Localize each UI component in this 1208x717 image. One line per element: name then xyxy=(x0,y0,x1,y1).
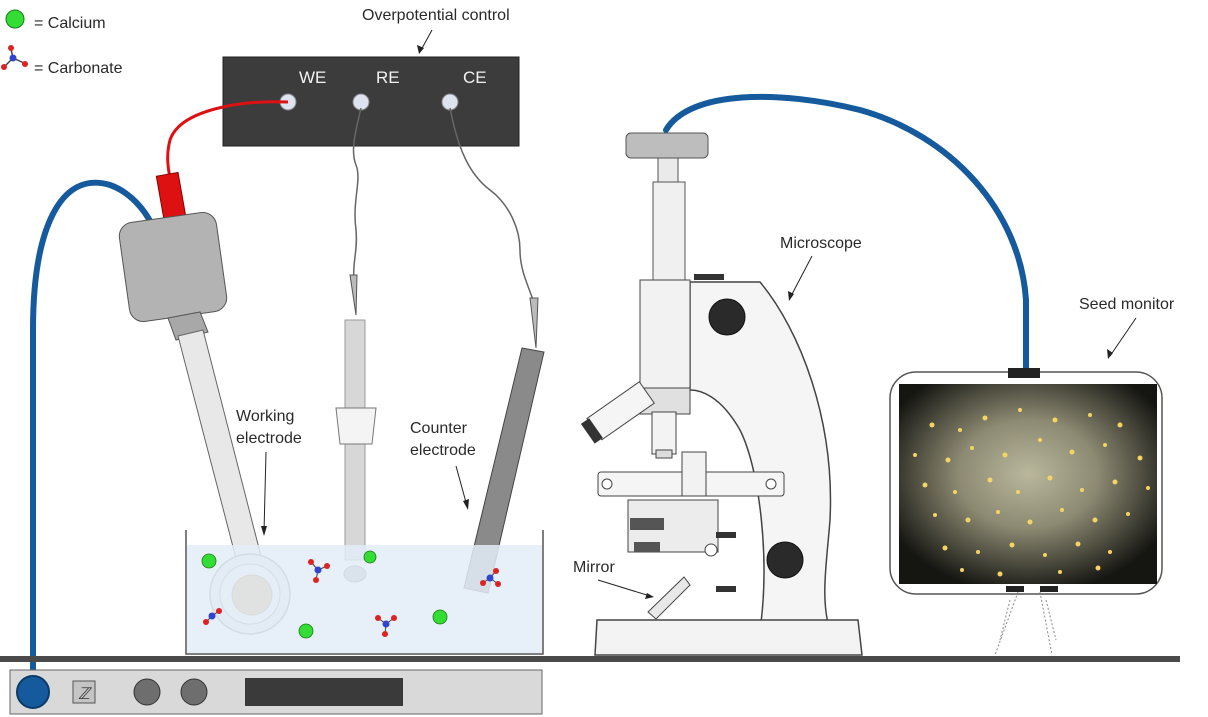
calcium-legend-icon xyxy=(5,9,25,29)
microscope-tube xyxy=(652,181,686,281)
potentiostat-title: Overpotential control xyxy=(362,7,510,24)
calcium-ion xyxy=(363,550,377,564)
ce-terminal[interactable] xyxy=(441,93,459,111)
carbonate-ion xyxy=(480,568,501,587)
electrode-motor-housing xyxy=(118,211,228,323)
monitor-screen xyxy=(899,384,1157,584)
carbonate-ion xyxy=(308,559,330,583)
calcium-ion xyxy=(298,623,314,639)
seed-crystals xyxy=(913,408,1150,577)
settings-icon[interactable] xyxy=(72,680,96,704)
microscope-arm xyxy=(689,281,832,631)
monitor-stand xyxy=(994,591,1057,656)
ce-label: CE xyxy=(463,68,487,87)
red-connector xyxy=(155,171,187,221)
mirror-label: Mirror xyxy=(573,559,615,576)
counter-electrode xyxy=(449,107,545,594)
stirrer-cable xyxy=(30,179,155,693)
svg-text:ℤ: ℤ xyxy=(78,686,92,703)
legend: = Calcium = Carbonate xyxy=(1,9,123,77)
solution xyxy=(187,545,542,653)
control-knob[interactable] xyxy=(133,678,161,706)
eyepiece xyxy=(580,381,655,444)
counter-wire xyxy=(449,107,534,301)
microscope xyxy=(580,132,863,656)
calcium-ion xyxy=(432,609,448,625)
working-electrode-label-line1: Working xyxy=(236,408,294,425)
working-electrode-label-line2: electrode xyxy=(236,430,302,447)
counter-electrode-label-line2: electrode xyxy=(410,442,476,459)
microscope-label: Microscope xyxy=(780,235,862,252)
reference-clamp xyxy=(335,407,377,445)
re-terminal[interactable] xyxy=(352,93,370,111)
cable-port[interactable] xyxy=(16,675,50,709)
stirrer-base: ℤ xyxy=(9,669,543,715)
beaker-wall xyxy=(185,530,544,655)
carbonate-legend-icon xyxy=(1,45,28,70)
seed-monitor-label: Seed monitor xyxy=(1079,296,1175,313)
seed-monitor xyxy=(889,368,1163,656)
objective-lens xyxy=(651,411,677,455)
working-electrode-lead xyxy=(166,100,289,179)
carbonate-legend-label: = Carbonate xyxy=(34,60,123,77)
carbonate-ion xyxy=(203,608,222,625)
fine-focus-knob[interactable] xyxy=(766,541,804,579)
bench-surface xyxy=(0,656,1180,662)
control-knob[interactable] xyxy=(180,678,208,706)
carbonate-ion xyxy=(375,615,397,637)
calcium-legend-label: = Calcium xyxy=(34,15,106,32)
re-label: RE xyxy=(376,68,400,87)
camera xyxy=(625,132,709,159)
camera-cable xyxy=(663,93,1029,375)
electrode-shaft xyxy=(177,329,263,567)
mirror xyxy=(647,576,691,620)
beaker xyxy=(185,530,544,655)
we-label: WE xyxy=(299,68,326,87)
reference-wire xyxy=(352,107,362,281)
coarse-focus-knob[interactable] xyxy=(708,298,746,336)
potentiostat: Overpotential control WE RE CE xyxy=(222,7,520,147)
counter-electrode-label-line1: Counter xyxy=(410,420,468,437)
stirrer-display xyxy=(245,678,403,706)
reference-electrode xyxy=(335,107,377,583)
calcium-ion xyxy=(201,553,217,569)
microscope-base xyxy=(594,619,863,656)
